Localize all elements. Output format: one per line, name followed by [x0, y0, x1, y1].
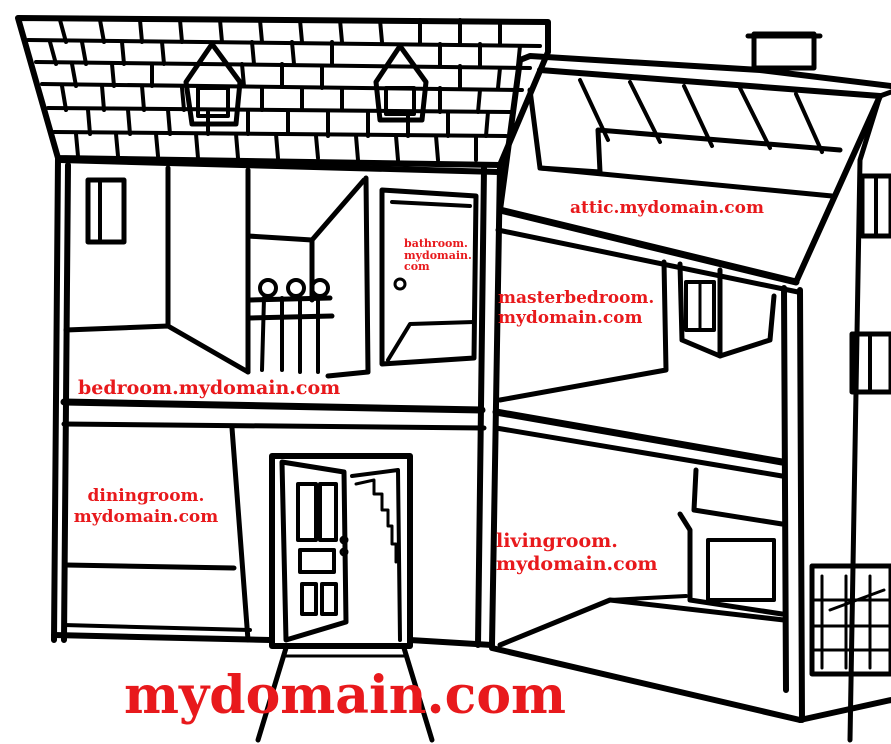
main-domain-label: mydomain.com: [124, 670, 566, 722]
attic-label: attic.mydomain.com: [570, 199, 764, 219]
livingroom-label: livingroom. mydomain.com: [496, 530, 658, 576]
masterbedroom-label: masterbedroom. mydomain.com: [498, 288, 654, 329]
diningroom-label: diningroom. mydomain.com: [66, 486, 226, 529]
left-roof: [18, 18, 548, 165]
bathroom-label: bathroom. mydomain. com: [404, 238, 472, 273]
right-house: [492, 34, 891, 740]
bedroom-label: bedroom.mydomain.com: [78, 378, 340, 400]
